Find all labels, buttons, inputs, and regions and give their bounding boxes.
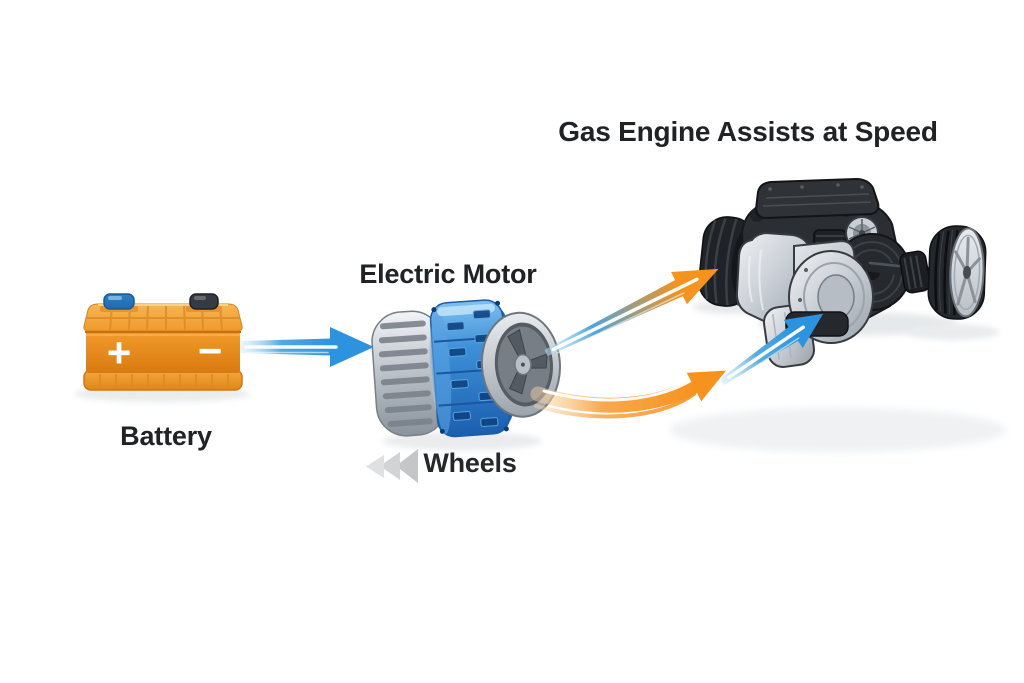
battery-label: Battery	[120, 421, 212, 451]
flow-motor-to-engine-blend-arrow	[544, 268, 719, 357]
arrowhead-blue	[330, 327, 374, 367]
flow-motor-to-wheels-arrow	[530, 370, 727, 419]
diagram-title: Gas Engine Assists at Speed	[558, 116, 938, 147]
engine-right-wheel	[927, 225, 987, 320]
flow-battery-to-motor-arrow	[240, 327, 374, 367]
arrowhead-blue	[783, 313, 824, 349]
gas-engine-icon	[698, 177, 987, 368]
battery-plus-symbol: +	[106, 329, 132, 376]
battery-icon	[83, 293, 243, 391]
arrowhead-orange	[686, 370, 727, 402]
engine-valve-cover	[754, 177, 880, 220]
electric-motor-label: Electric Motor	[359, 259, 537, 289]
arrowhead-orange	[671, 268, 719, 305]
battery-minus-symbol: −	[197, 327, 223, 374]
wheels-chevrons-icon	[366, 449, 418, 483]
motor-fan-blades	[507, 328, 548, 395]
wheels-label: Wheels	[423, 448, 517, 478]
electric-motor-icon	[371, 299, 561, 438]
battery-front-face	[86, 331, 240, 373]
flow-engine-assist-arrow	[720, 313, 824, 385]
engine-cv-joint	[899, 250, 931, 294]
